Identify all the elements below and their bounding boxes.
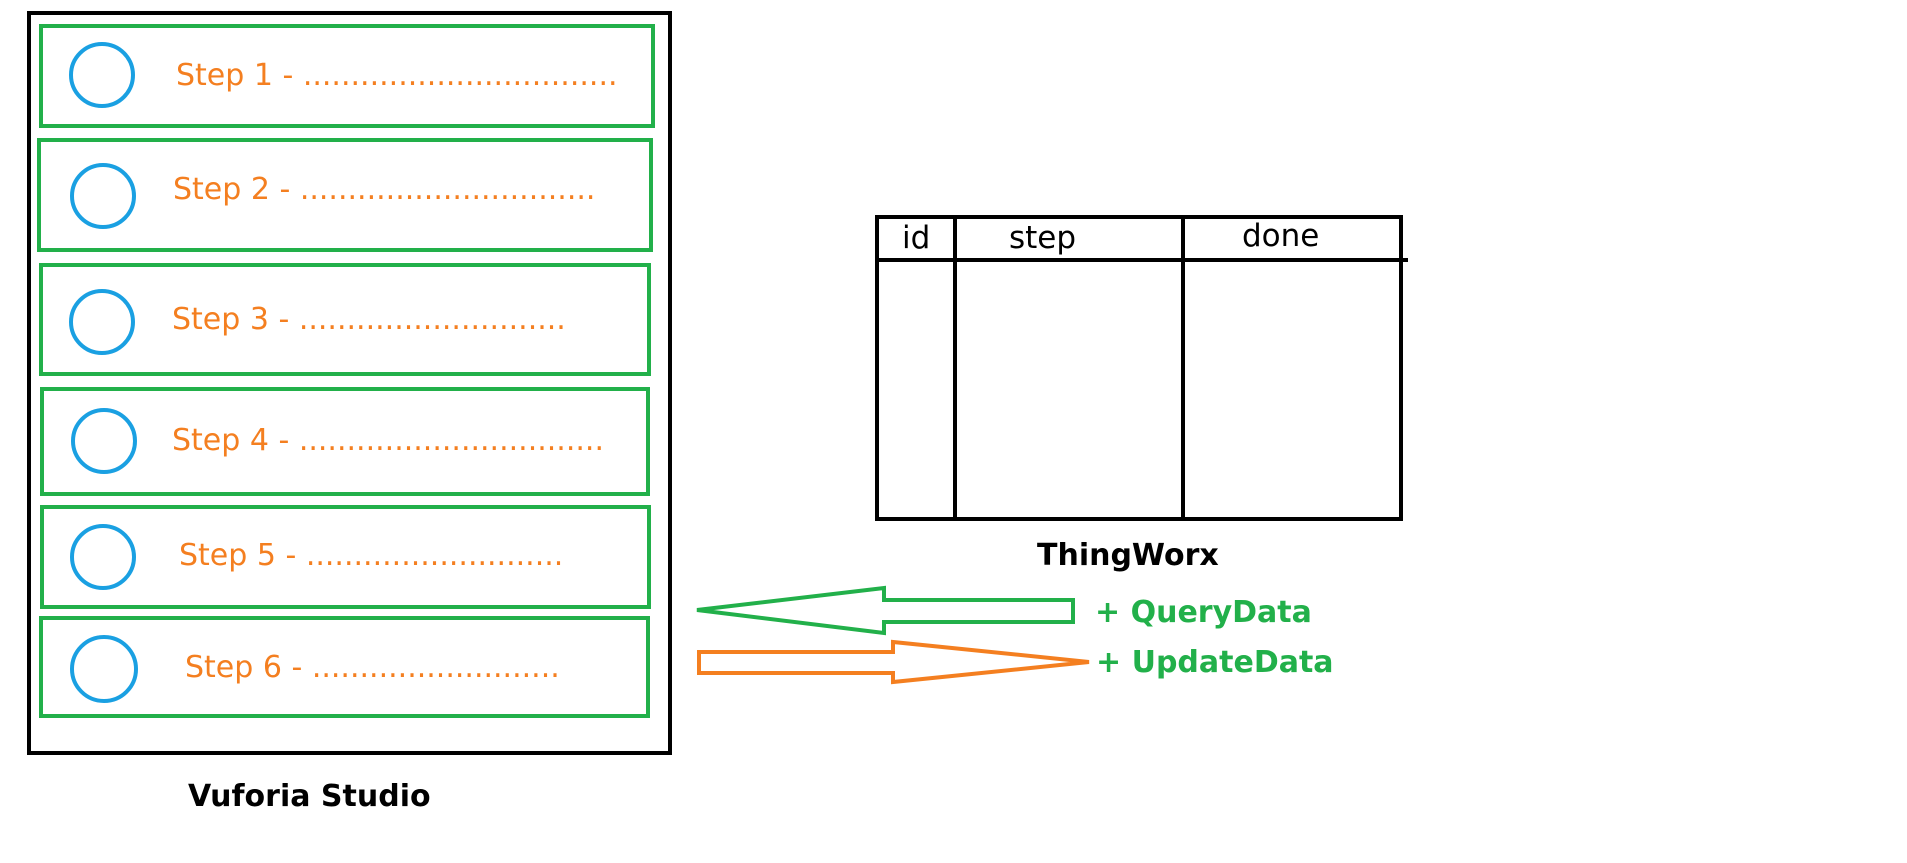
query-data-arrow-icon bbox=[696, 585, 1075, 636]
step-row-5[interactable]: Step 5 - ........................... bbox=[40, 505, 651, 609]
update-data-label: + UpdateData bbox=[1096, 645, 1334, 680]
step-row-1-frame bbox=[39, 24, 655, 128]
table-header-done: done bbox=[1242, 218, 1319, 254]
vuforia-studio-caption: Vuforia Studio bbox=[188, 779, 431, 814]
step-5-label: Step 5 - ........................... bbox=[179, 538, 563, 573]
step-5-circle-icon[interactable] bbox=[70, 524, 136, 590]
step-row-4[interactable]: Step 4 - ...............................… bbox=[40, 387, 650, 496]
step-3-label: Step 3 - ............................ bbox=[172, 302, 566, 337]
step-row-1[interactable]: Step 1 - ...............................… bbox=[39, 24, 655, 128]
step-row-5-frame bbox=[40, 505, 651, 609]
step-row-3[interactable]: Step 3 - ............................ bbox=[39, 263, 651, 376]
step-row-3-frame bbox=[39, 263, 651, 376]
vuforia-panel-frame bbox=[27, 11, 672, 755]
step-4-circle-icon[interactable] bbox=[71, 408, 137, 474]
update-data-arrow-icon bbox=[697, 639, 1090, 685]
step-row-6[interactable]: Step 6 - .......................... bbox=[39, 616, 650, 718]
step-2-circle-icon[interactable] bbox=[70, 163, 136, 229]
table-header-step: step bbox=[1009, 220, 1076, 256]
step-1-label: Step 1 - ...............................… bbox=[176, 58, 618, 93]
vuforia-studio-panel: Step 1 - ...............................… bbox=[27, 11, 672, 755]
step-6-label: Step 6 - .......................... bbox=[185, 650, 560, 685]
thingworx-caption: ThingWorx bbox=[1037, 538, 1219, 573]
step-2-label: Step 2 - ............................... bbox=[173, 172, 595, 207]
step-row-2-frame bbox=[37, 138, 653, 252]
step-4-label: Step 4 - ...............................… bbox=[172, 423, 604, 458]
thingworx-table-frame bbox=[875, 215, 1403, 521]
step-1-circle-icon[interactable] bbox=[69, 42, 135, 108]
step-6-circle-icon[interactable] bbox=[70, 635, 138, 703]
query-data-label: + QueryData bbox=[1095, 595, 1312, 630]
step-3-circle-icon[interactable] bbox=[69, 289, 135, 355]
thingworx-table: id step done bbox=[875, 215, 1408, 521]
step-row-2[interactable]: Step 2 - ............................... bbox=[37, 138, 653, 252]
table-header-id: id bbox=[902, 220, 930, 256]
step-row-4-frame bbox=[40, 387, 650, 496]
step-row-6-frame bbox=[39, 616, 650, 718]
